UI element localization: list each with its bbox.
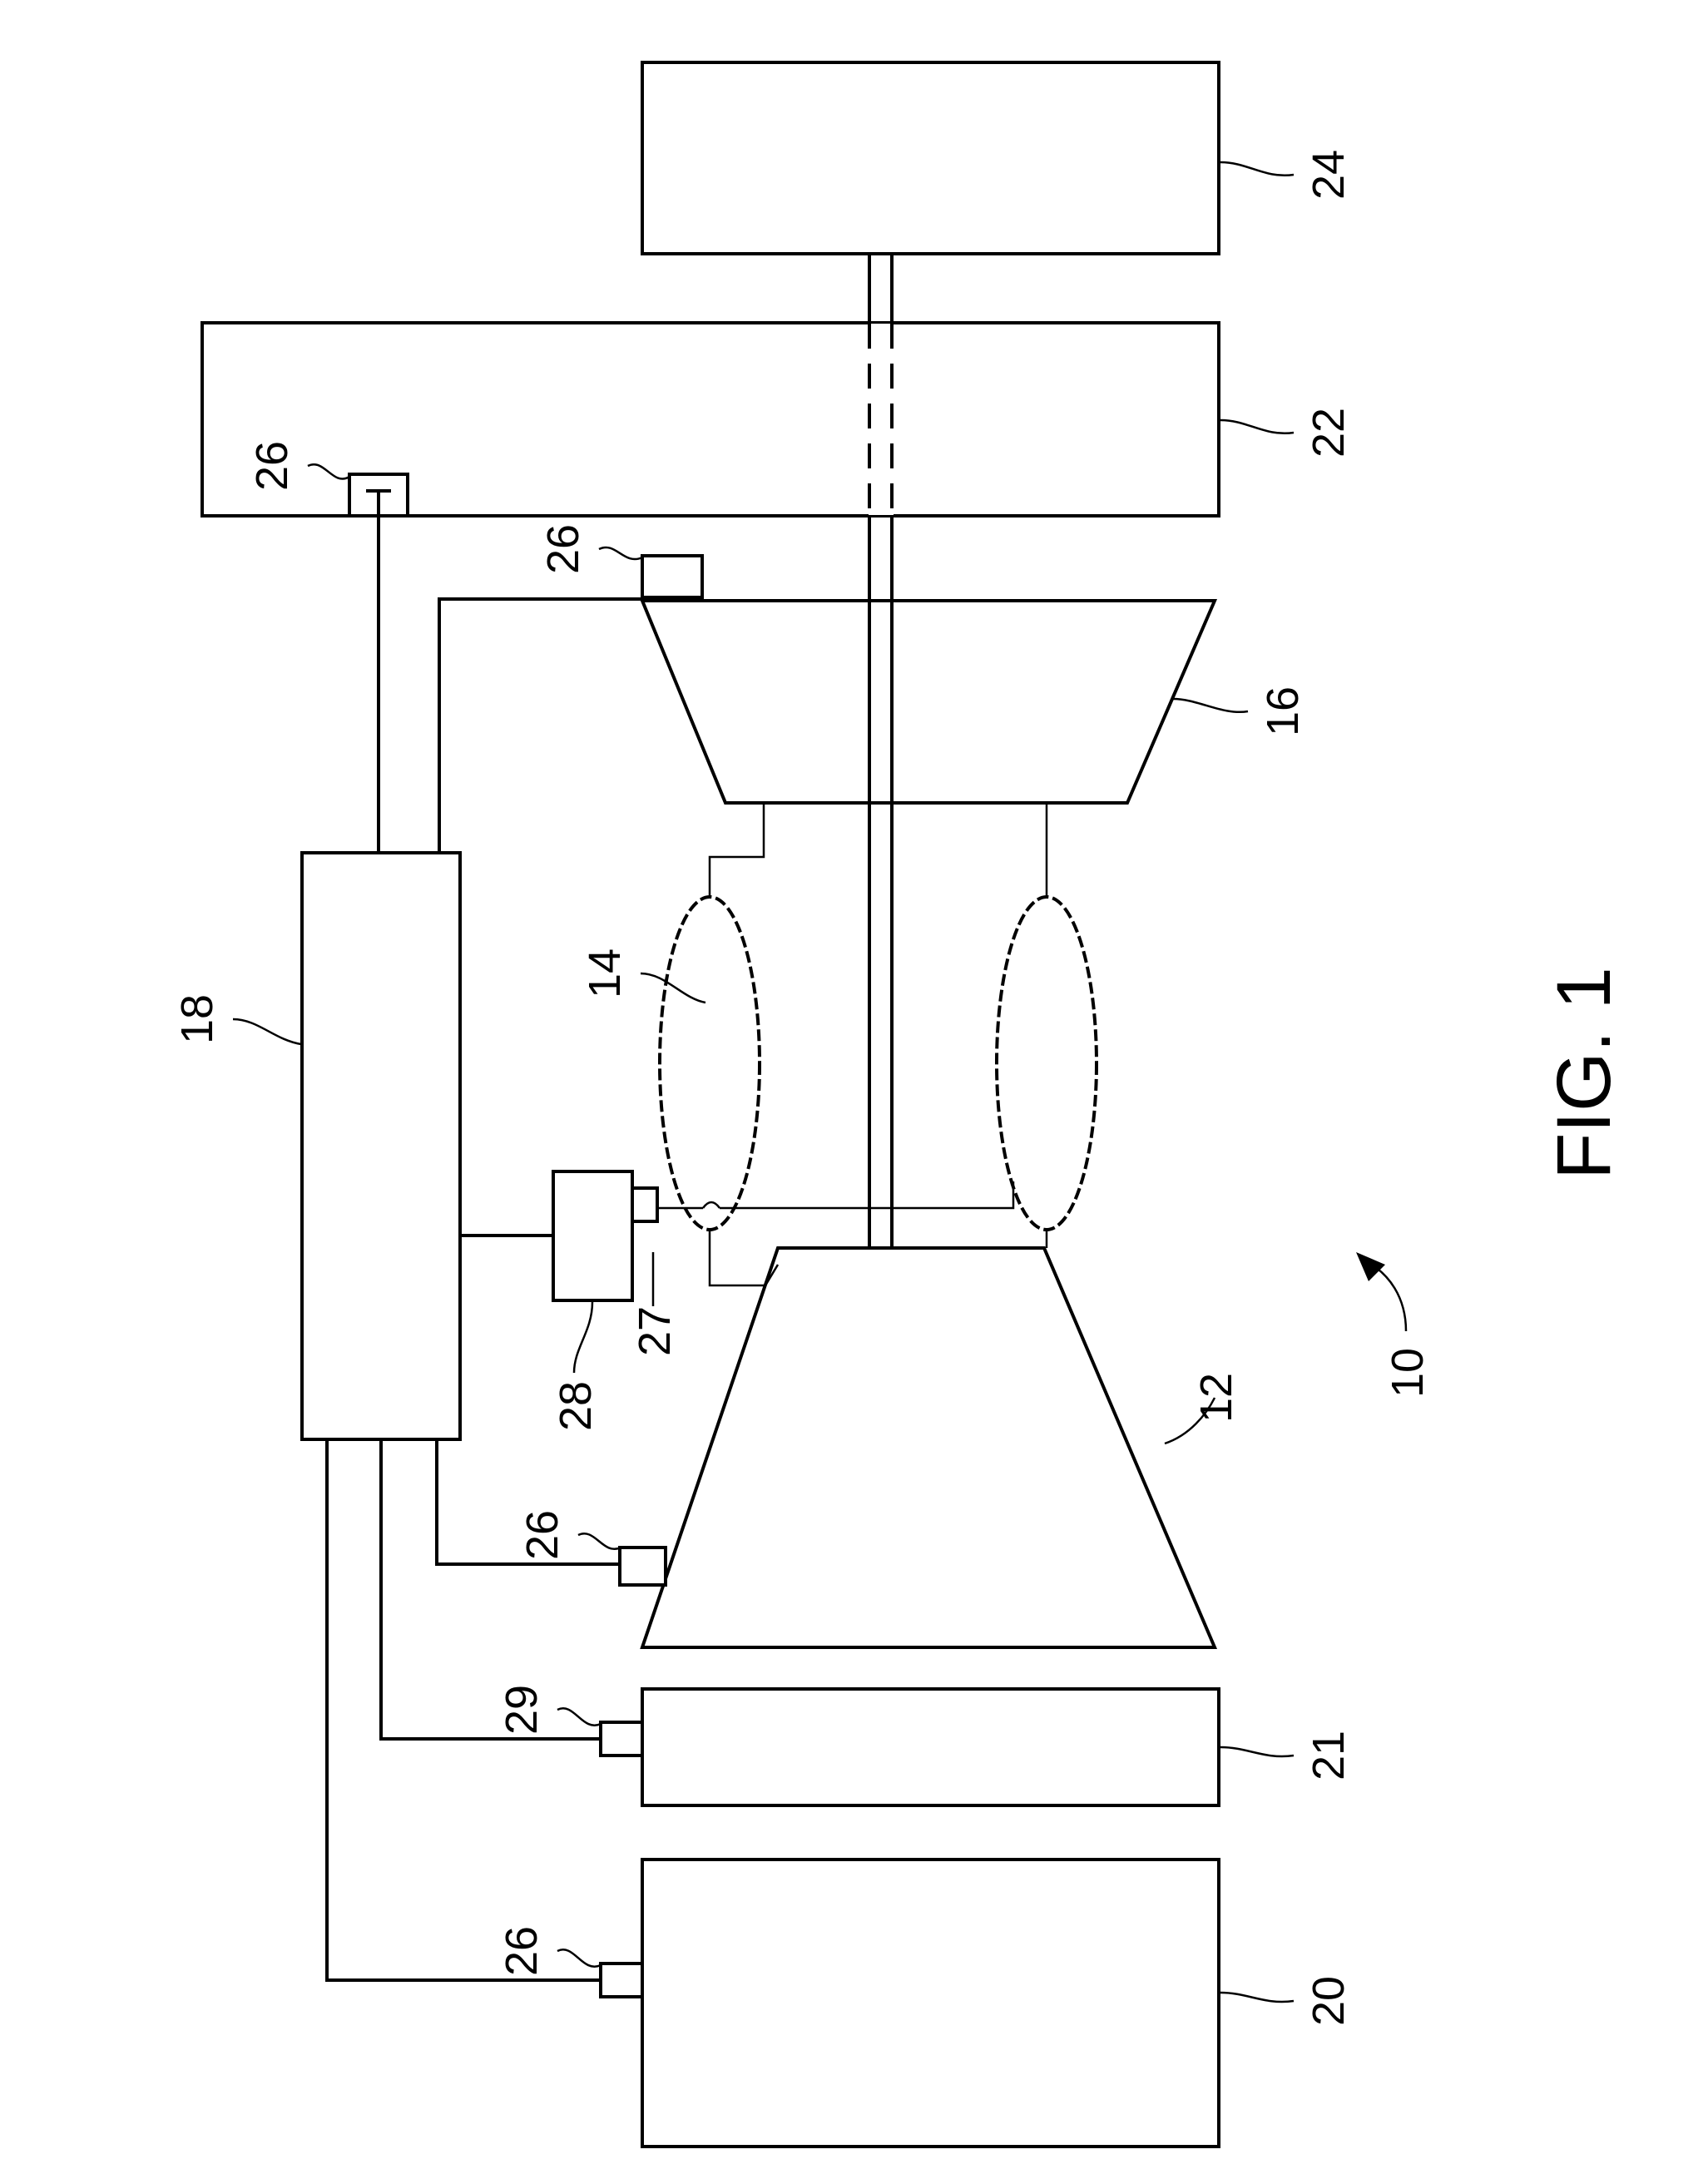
turbine-16 — [642, 601, 1215, 803]
combustor-14 — [660, 803, 1097, 1285]
label-26-a: 26 — [247, 441, 297, 491]
sensor-26-on-20 — [601, 1964, 642, 1997]
label-14: 14 — [580, 948, 630, 998]
component-24-box — [642, 62, 1219, 254]
label-27: 27 — [630, 1306, 680, 1356]
label-21: 21 — [1304, 1731, 1354, 1780]
label-12: 12 — [1191, 1373, 1241, 1423]
controller-18-box — [302, 853, 460, 1439]
label-10: 10 — [1383, 1348, 1433, 1398]
label-29: 29 — [497, 1685, 547, 1735]
sensor-26-on-12 — [620, 1548, 666, 1585]
figure-caption: FIG. 1 — [1542, 967, 1626, 1180]
compressor-12 — [642, 1248, 1215, 1647]
sensor-26-on-16 — [642, 556, 702, 597]
label-18: 18 — [172, 994, 222, 1044]
label-28: 28 — [551, 1381, 601, 1431]
label-24: 24 — [1304, 150, 1354, 200]
label-22: 22 — [1304, 408, 1354, 458]
component-20-box — [642, 1860, 1219, 2147]
label-26-c: 26 — [517, 1510, 567, 1560]
sensor-29-on-21 — [601, 1722, 642, 1756]
label-26-b: 26 — [538, 524, 588, 574]
label-26-d: 26 — [497, 1926, 547, 1976]
label-16: 16 — [1258, 686, 1308, 736]
component-21-box — [642, 1689, 1219, 1805]
shaft-through-22 — [869, 324, 894, 515]
label-20: 20 — [1304, 1976, 1354, 2026]
